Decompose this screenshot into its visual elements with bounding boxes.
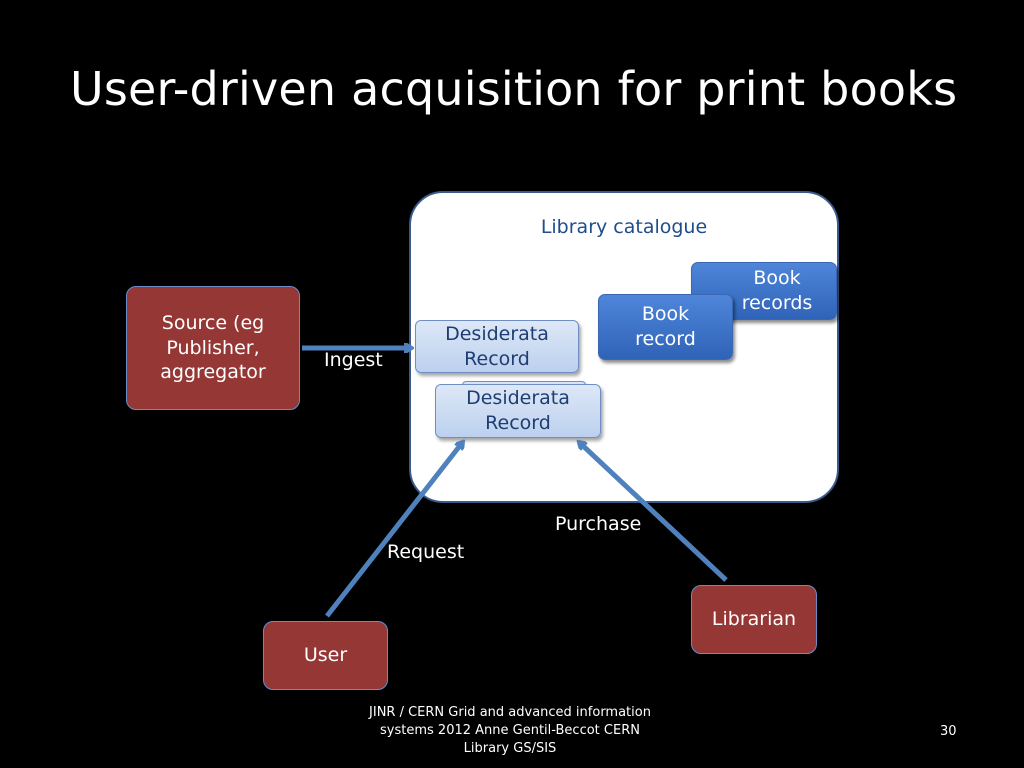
- book-record-line-2: record: [635, 328, 696, 350]
- footer-line-1: JINR / CERN Grid and advanced informatio…: [369, 705, 651, 720]
- source-line-2: Publisher,: [166, 336, 260, 359]
- ingest-label: Ingest: [324, 349, 383, 371]
- page-number: 30: [940, 724, 957, 739]
- source-box: Source (eg Publisher, aggregator: [126, 286, 300, 410]
- desiderata-record-box: Desiderata Record: [415, 320, 579, 373]
- purchase-label: Purchase: [555, 513, 642, 535]
- book-record-line-1: Book: [641, 303, 690, 326]
- source-line-3: aggregator: [160, 361, 266, 384]
- desiderata2-line-1: Desiderata: [466, 387, 570, 410]
- source-line-1: Source (eg: [161, 311, 265, 334]
- purchase-arrow: [580, 443, 728, 582]
- footer-line-3: Library GS/SIS: [463, 741, 557, 757]
- request-arrow: [325, 443, 462, 618]
- footer-line-2: systems 2012 Anne Gentil-Beccot CERN: [380, 723, 640, 739]
- desiderata-record-box-2: Desiderata Record: [435, 384, 601, 438]
- library-catalogue-label: Library catalogue: [540, 216, 708, 238]
- desiderata-line-2: Record: [464, 347, 530, 370]
- book-record-box: Book record: [598, 294, 733, 360]
- user-label: User: [303, 644, 348, 667]
- request-label: Request: [387, 541, 465, 563]
- librarian-label: Librarian: [711, 608, 797, 631]
- desiderata2-line-2: Record: [485, 412, 551, 434]
- desiderata-line-1: Desiderata: [445, 322, 549, 345]
- book-records-line-2: records: [741, 292, 813, 314]
- footer: JINR / CERN Grid and advanced informatio…: [330, 704, 690, 759]
- book-records-line-1: Book: [753, 267, 801, 290]
- librarian-box: Librarian: [691, 585, 817, 654]
- user-box: User: [263, 621, 388, 690]
- slide-title: User-driven acquisition for print books: [70, 62, 958, 116]
